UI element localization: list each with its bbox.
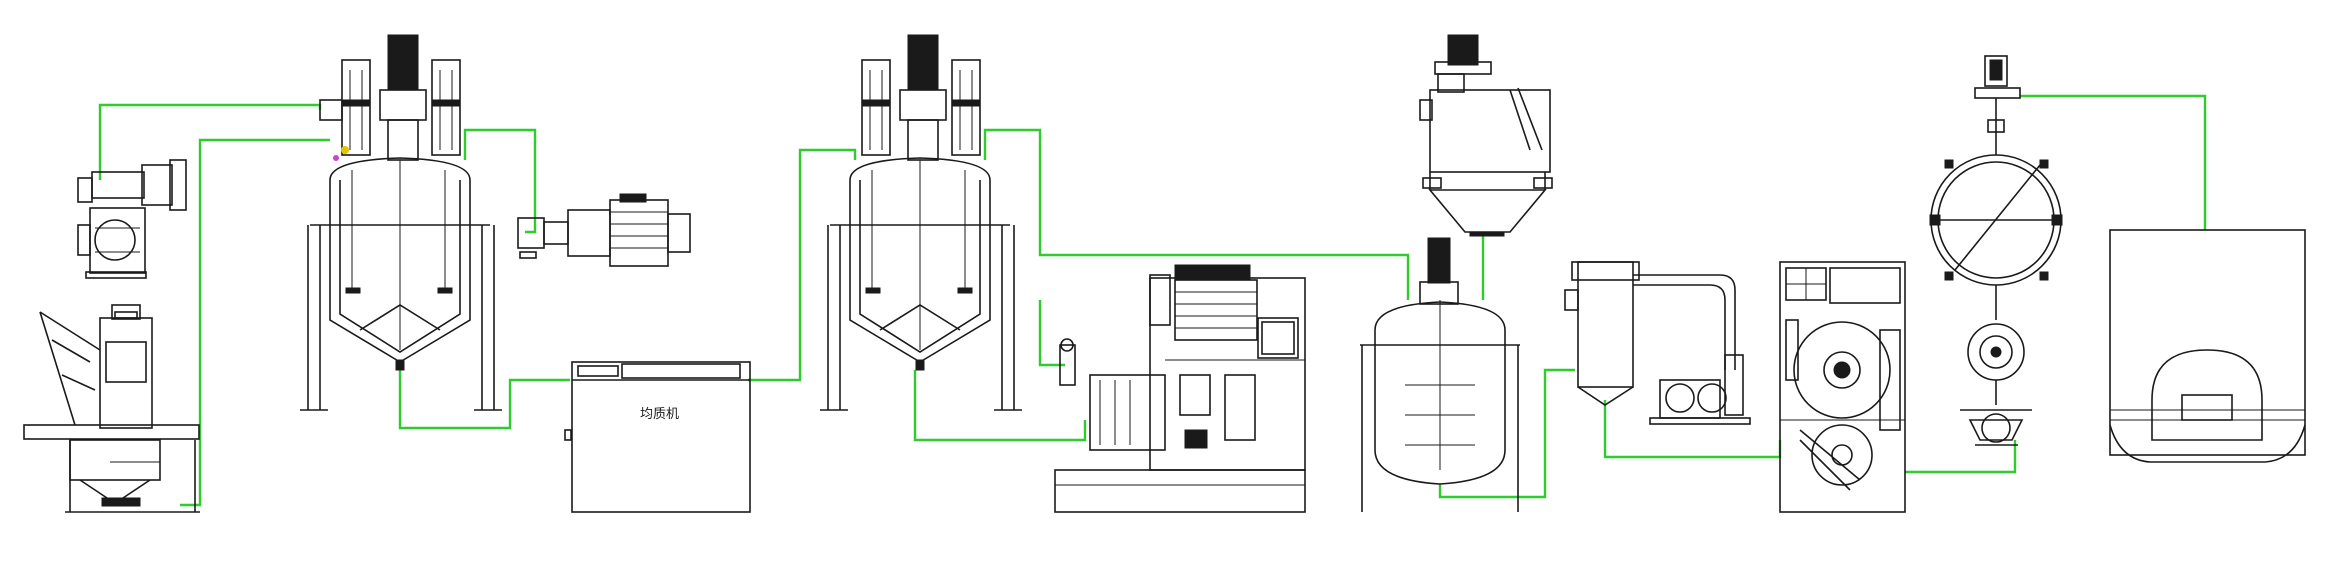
jacketed-mixing-tank-icon	[300, 34, 502, 411]
homogenizer-label: 均质机	[640, 407, 679, 422]
screw-feeder-icon	[23, 304, 200, 513]
pipe-storage-to-cyclone	[1438, 368, 1575, 499]
pipe-tank2-to-beadmill	[913, 370, 1087, 442]
pipe-tank1-to-homogenizer	[398, 370, 570, 430]
pipe-sphere-to-tote	[2020, 94, 2207, 230]
agitated-tank-icon	[1360, 237, 1520, 512]
filler-icon	[1779, 261, 1906, 513]
cyclone-icon	[1564, 261, 1751, 425]
pump-icon	[77, 159, 187, 279]
ibc-tote-icon	[2109, 229, 2306, 463]
pipe-network	[98, 94, 2207, 507]
pipe-feeder-to-tank1	[180, 138, 330, 507]
pipe-tank1-to-pump	[463, 128, 537, 234]
pipe-vacuum-to-tank1	[98, 103, 322, 180]
bead-mill-icon	[1054, 264, 1306, 513]
pipe-tank2-to-storage	[983, 128, 1410, 300]
homogenizer-icon: 均质机	[564, 361, 751, 513]
pump-motor-icon	[517, 193, 691, 267]
sphere-vessel-icon	[1929, 55, 2063, 446]
pipe-cyclone-to-filler	[1603, 400, 1782, 459]
pipe-beadmill-inlet	[1038, 300, 1065, 367]
jacketed-mixing-tank-icon	[820, 34, 1022, 411]
pipe-homogenizer-to-tank2	[748, 148, 857, 382]
hopper-icon	[1419, 34, 1553, 237]
pipe-filler-to-sphere	[1905, 440, 2017, 474]
